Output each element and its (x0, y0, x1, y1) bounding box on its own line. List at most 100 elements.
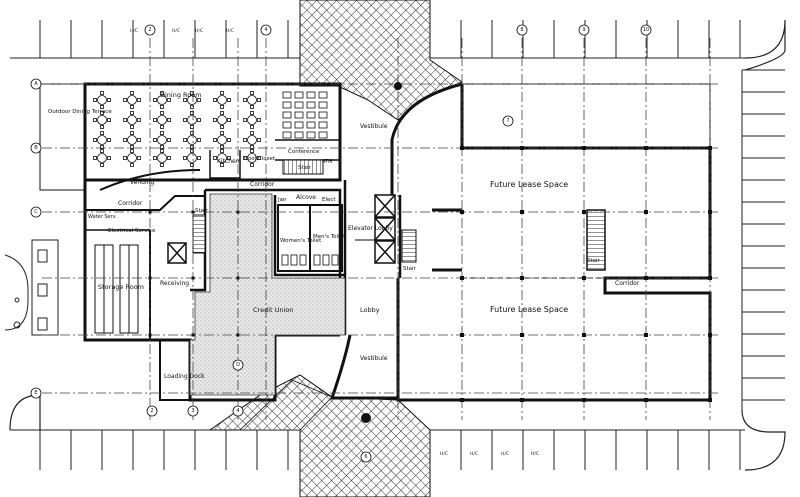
grid-tag-10: 10 (643, 27, 649, 33)
grid-bubble-b (30, 142, 42, 154)
structural-column (148, 276, 152, 280)
grid-tag-c: C (34, 209, 38, 215)
room-credit-union: Credit Union (253, 306, 293, 314)
booth-table (294, 121, 304, 129)
curb-corner-br (741, 409, 786, 471)
dining-chair (183, 138, 187, 142)
dining-chair (243, 138, 247, 142)
dining-table (187, 153, 197, 163)
dining-chair (250, 145, 254, 149)
dining-chair (250, 91, 254, 95)
booth-table (294, 101, 304, 109)
booth-table (306, 131, 316, 139)
structural-column (644, 333, 648, 337)
dining-chair (100, 91, 104, 95)
structural-column (236, 333, 240, 337)
toilet-fixtures (277, 204, 343, 272)
room-outdoor-dining: Outdoor Dining Terrace (48, 109, 112, 115)
room-electrical-service: Electrical Service (108, 228, 156, 234)
room-corridor-right: Corridor (615, 280, 640, 287)
dining-table (127, 135, 137, 145)
hc-label-top-1: H/C (130, 28, 138, 34)
room-labels: Outdoor Dining Terrace Dining Room Kitch… (48, 91, 640, 380)
dining-chair (257, 118, 261, 122)
dining-table (97, 95, 107, 105)
parking-lot (4, 19, 786, 471)
dining-table (187, 135, 197, 145)
room-alcove: Alcove (296, 194, 316, 201)
grid-bubble-10 (640, 24, 652, 36)
dining-chair (137, 138, 141, 142)
booth-table (294, 91, 304, 99)
structural-column (582, 398, 586, 402)
booth-table (306, 91, 316, 99)
dining-chair (160, 149, 164, 153)
dining-chair (100, 111, 104, 115)
dining-chair (243, 156, 247, 160)
structural-column (148, 333, 152, 337)
hc-label-bottom-3: H/C (501, 451, 509, 457)
room-stair-top: Stair (298, 165, 312, 171)
structural-column (460, 398, 464, 402)
room-kitchen: Kitchen (217, 158, 240, 165)
grid-tag-9: 9 (582, 27, 585, 33)
room-vestibule-top: Vestibule (360, 123, 388, 130)
dining-chair (160, 111, 164, 115)
dining-table (127, 95, 137, 105)
grid-bubble-4 (260, 24, 272, 36)
grid-bubble-e (30, 387, 42, 399)
dining-chair (213, 98, 217, 102)
dining-table (157, 95, 167, 105)
parking-stalls-right (742, 69, 785, 401)
dining-chair (107, 138, 111, 142)
building-walls (83, 82, 712, 402)
structural-column (191, 210, 195, 214)
stair-top-treads (282, 159, 324, 175)
dining-chair (137, 98, 141, 102)
booth-table (294, 131, 304, 139)
dining-table (97, 115, 107, 125)
hc-label-bottom-2: H/C (470, 451, 478, 457)
dining-chair (107, 156, 111, 160)
dining-chair (190, 163, 194, 167)
accessible-parking-labels: H/C H/C H/C H/C H/C H/C H/C H/C (130, 28, 539, 457)
dining-chair (153, 156, 157, 160)
structural-column (520, 276, 524, 280)
room-loading-dock: Loading Dock (164, 373, 205, 380)
dining-chair (227, 138, 231, 142)
dining-chair (190, 105, 194, 109)
grid-bubble-c (30, 206, 42, 218)
storage-racks (94, 244, 139, 334)
booth-table (318, 111, 328, 119)
dining-table (97, 135, 107, 145)
dining-chair (153, 98, 157, 102)
hc-label-top-2: H/C (172, 28, 180, 34)
grid-tag-6: 6 (364, 454, 367, 460)
booth-table (318, 101, 328, 109)
dining-chair (167, 156, 171, 160)
dining-chair (137, 156, 141, 160)
dining-chair (130, 131, 134, 135)
booth-table (318, 131, 328, 139)
structural-column (460, 210, 464, 214)
hc-label-bottom-4: H/C (531, 451, 539, 457)
room-corridor-top: Corridor (250, 181, 275, 188)
booth-table (282, 111, 292, 119)
dining-chair (250, 149, 254, 153)
booth-table (282, 131, 292, 139)
structural-column (644, 210, 648, 214)
curb-corner-bl (9, 394, 41, 431)
dining-chair (197, 138, 201, 142)
dining-chair (227, 98, 231, 102)
landscape-island-left (4, 254, 29, 331)
structural-grid (42, 38, 720, 420)
dining-chair (190, 91, 194, 95)
room-storage-room: Storage Room (98, 283, 144, 291)
booth-table (294, 111, 304, 119)
dining-chair (100, 145, 104, 149)
dining-table (97, 153, 107, 163)
dining-chair (130, 105, 134, 109)
dining-chair (220, 149, 224, 153)
room-stair-left: Stair (195, 208, 209, 214)
